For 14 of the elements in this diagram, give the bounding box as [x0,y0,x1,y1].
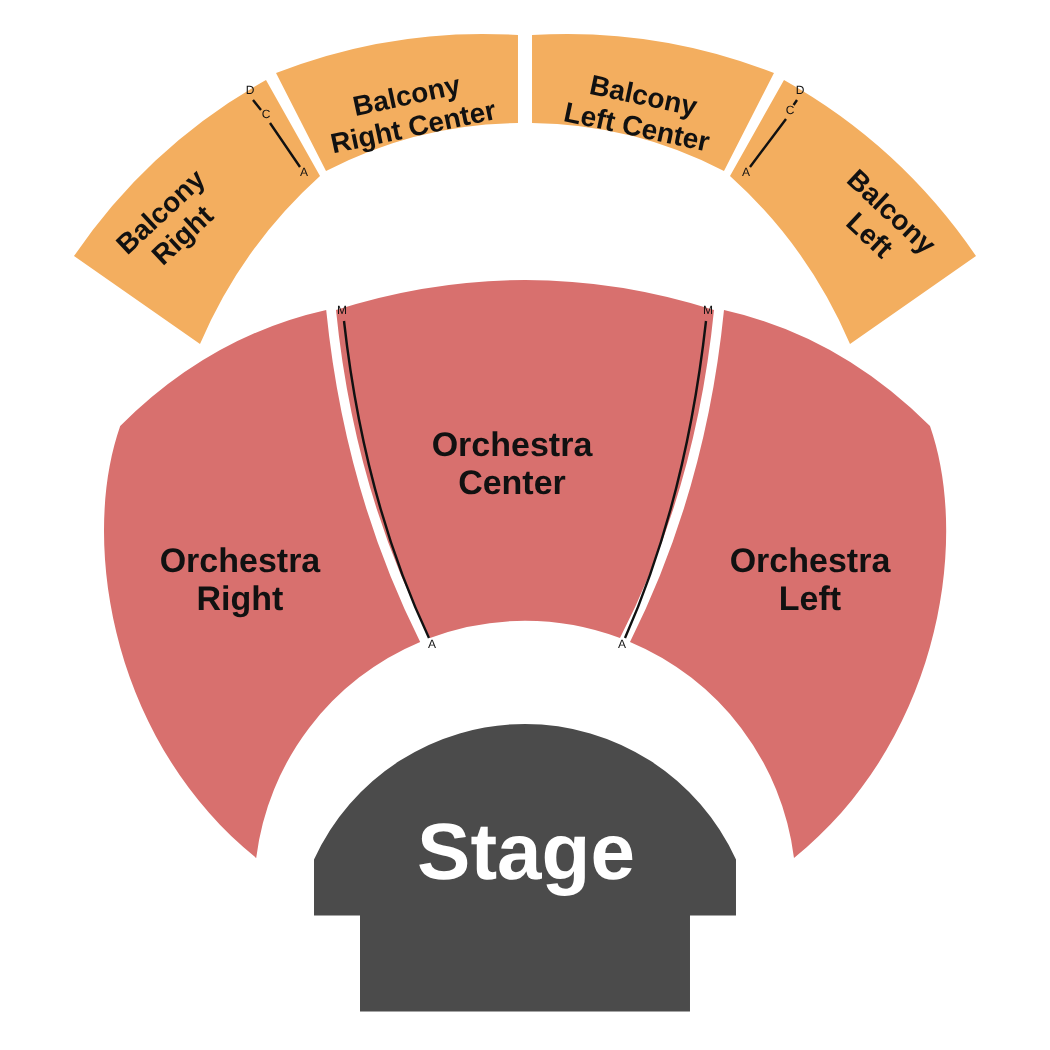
seating-section [730,80,976,344]
section-name: Orchestra Right [159,541,321,619]
seating-section [103,310,420,858]
section-name: Orchestra Center [431,425,593,503]
seating-section [630,310,947,858]
section-name: Balcony Left Center [561,66,715,158]
stage-label: Stage [417,809,635,899]
seating-section [532,34,774,172]
seating-section [74,80,320,344]
stage-platform [314,724,736,1012]
section-name: Balcony Right Center [325,66,499,161]
seating-section [276,34,518,172]
seating-section [336,280,714,638]
section-name: Orchestra Left [729,541,891,619]
